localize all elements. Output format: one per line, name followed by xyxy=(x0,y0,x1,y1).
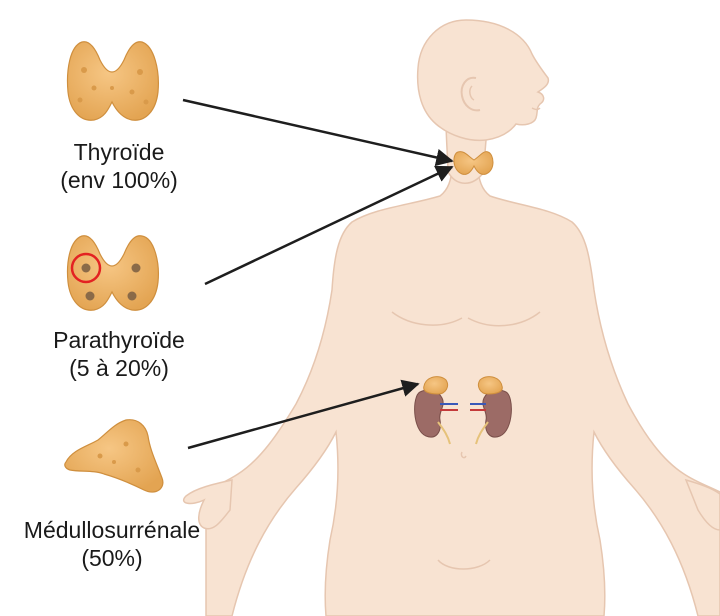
parathyroid-label: Parathyroïde (5 à 20%) xyxy=(24,326,214,382)
parathyroid-detail: (5 à 20%) xyxy=(24,354,214,382)
body-silhouette xyxy=(206,165,720,616)
human-body-figure xyxy=(184,20,720,616)
thyroid-name: Thyroïde xyxy=(24,138,214,166)
parathyroid-gland-icon xyxy=(68,236,159,310)
thyroid-label: Thyroïde (env 100%) xyxy=(24,138,214,194)
medulla-name: Médullosurrénale xyxy=(6,516,218,544)
adrenal-medulla-icon xyxy=(65,420,163,492)
parathyroid-name: Parathyroïde xyxy=(24,326,214,354)
head xyxy=(418,20,549,140)
medulla-detail: (50%) xyxy=(6,544,218,572)
medulla-label: Médullosurrénale (50%) xyxy=(6,516,218,572)
thyroid-detail: (env 100%) xyxy=(24,166,214,194)
arrow-thyroid xyxy=(183,100,452,161)
thyroid-gland-icon xyxy=(68,42,159,120)
